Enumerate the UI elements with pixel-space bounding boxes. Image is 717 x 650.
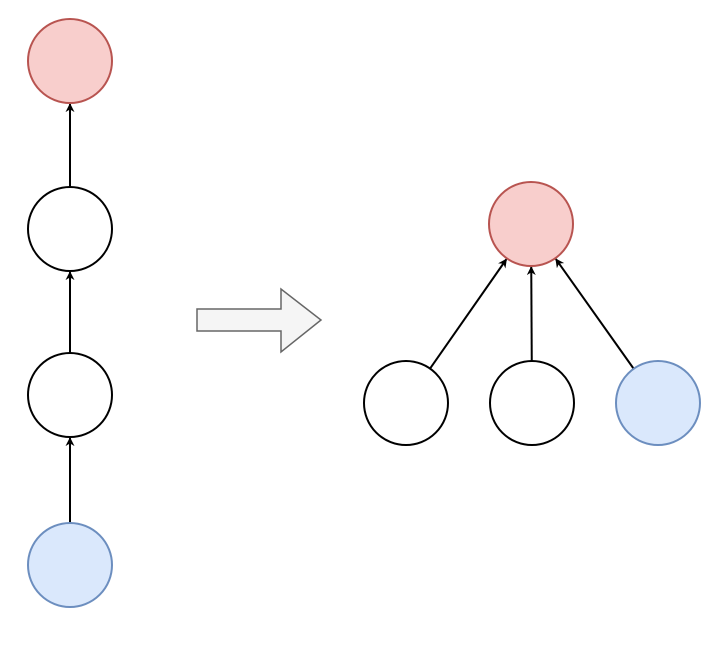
edges-layer [65, 103, 635, 523]
plain-node-b_c1 [363, 360, 449, 446]
edge-b_c1-to-b_root [429, 258, 508, 370]
root-node-a_root [27, 18, 113, 104]
plain-node-a_mid1 [27, 186, 113, 272]
transform-layer [196, 287, 323, 354]
leaf-node-b_c3 [615, 360, 701, 446]
block-arrow-right-icon [196, 287, 323, 354]
edge-b_c2-to-b_root [526, 266, 536, 362]
root-node-b_root [488, 181, 574, 267]
leaf-node-a_leaf [27, 522, 113, 608]
plain-node-a_mid2 [27, 352, 113, 438]
plain-node-b_c2 [489, 360, 575, 446]
edge-b_c3-to-b_root [555, 258, 635, 370]
nodes-layer [27, 18, 701, 608]
